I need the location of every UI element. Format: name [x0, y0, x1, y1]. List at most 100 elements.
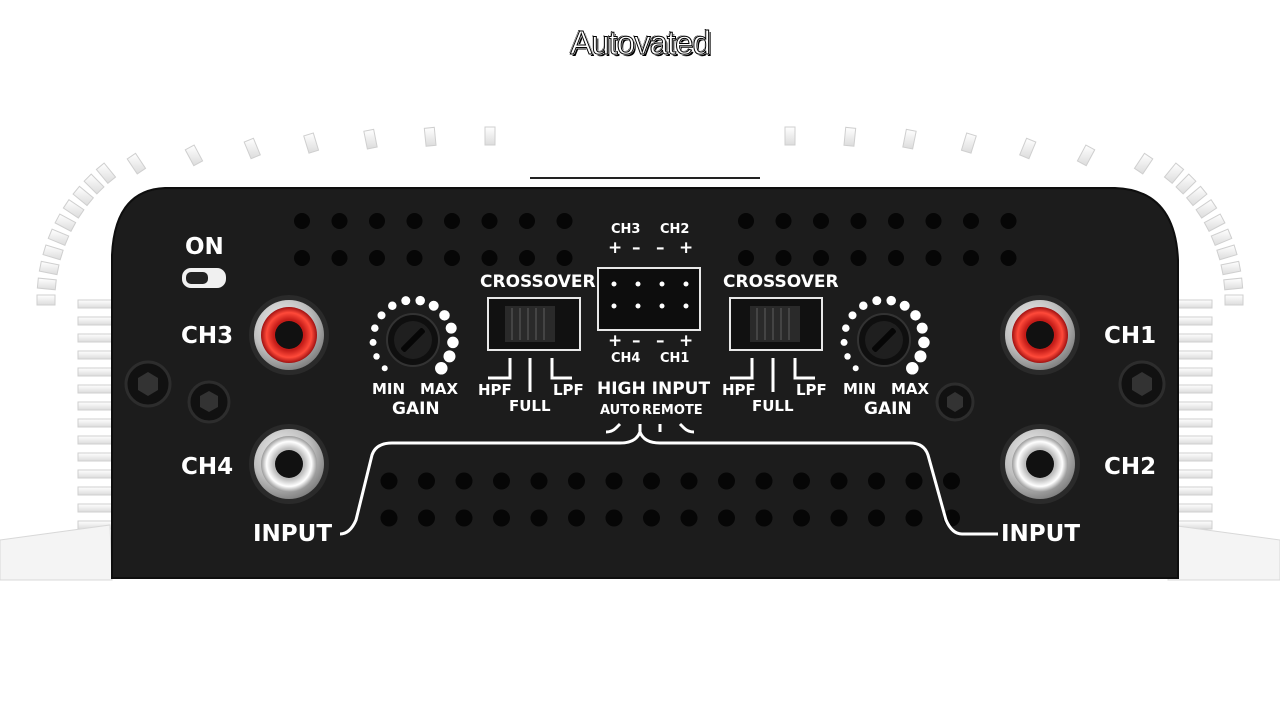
gain-knob-left[interactable]: [386, 313, 440, 367]
gain-dot: [447, 336, 459, 349]
fin: [303, 132, 320, 154]
gain-dot: [840, 338, 848, 346]
vent-hole: [888, 250, 904, 266]
vent-hole: [380, 472, 398, 490]
label-max-right: MAX: [891, 380, 930, 398]
vent-hole: [568, 509, 585, 527]
crossover-switch-left[interactable]: [487, 297, 581, 351]
rca-jack-ch2[interactable]: [1000, 424, 1080, 504]
vent-hole: [680, 509, 698, 527]
fin: [902, 128, 917, 150]
label-plus: +: [608, 238, 623, 258]
gain-dot: [916, 322, 928, 334]
fin: [1163, 162, 1185, 185]
gain-dot: [435, 362, 448, 375]
vent-hole: [605, 472, 623, 490]
gain-dot: [401, 296, 411, 306]
vent-hole: [418, 472, 435, 490]
vent-hole: [738, 250, 754, 266]
gain-knob-right[interactable]: [857, 313, 911, 367]
vent-hole: [755, 509, 773, 527]
label-ch2-right: CH2: [1104, 454, 1157, 480]
label-ch4-connector: CH4: [611, 351, 641, 366]
label-ch3-left: CH3: [181, 323, 234, 349]
vent-hole: [963, 250, 979, 266]
label-gain-left: GAIN: [392, 399, 440, 419]
fin: [95, 162, 117, 185]
fin: [243, 137, 261, 160]
gain-dot: [852, 365, 859, 372]
gain-dot: [377, 311, 386, 320]
gain-dot: [886, 295, 896, 306]
caption-text: Autovated: [570, 24, 712, 62]
vent-hole: [294, 213, 310, 229]
fin: [1076, 144, 1096, 167]
label-ch1-connector: CH1: [660, 351, 690, 366]
vent-hole: [444, 250, 460, 266]
gain-dot: [918, 336, 930, 349]
vent-hole: [380, 509, 398, 527]
gain-dot: [381, 365, 388, 372]
vent-hole: [1000, 250, 1017, 266]
gain-dot: [906, 362, 919, 375]
screw-icon: [935, 382, 975, 422]
label-full-left: FULL: [509, 397, 551, 415]
fin: [47, 228, 70, 246]
fin: [423, 126, 437, 147]
gain-dot: [842, 324, 850, 332]
high-input-connector[interactable]: [597, 267, 701, 331]
vent-hole: [755, 472, 773, 490]
vent-hole: [331, 250, 348, 266]
vent-hole: [369, 250, 385, 266]
fin: [42, 244, 64, 261]
vent-hole: [925, 250, 942, 266]
label-minus: –: [656, 238, 665, 258]
vent-hole: [793, 509, 810, 527]
fin: [960, 132, 977, 154]
power-switch[interactable]: [182, 268, 226, 288]
vent-hole: [850, 250, 867, 266]
label-minus: –: [656, 331, 665, 351]
label-full-right: FULL: [752, 397, 794, 415]
gain-dot: [371, 324, 379, 332]
vent-holes-top-left: [294, 213, 573, 266]
vent-hole: [775, 213, 792, 229]
vent-hole: [813, 250, 829, 266]
label-plus: +: [679, 331, 694, 351]
rca-jack-ch1[interactable]: [1000, 295, 1080, 375]
vent-hole: [830, 472, 848, 490]
label-ch1-right: CH1: [1104, 323, 1157, 349]
rca-jack-ch4[interactable]: [249, 424, 329, 504]
gain-dot: [445, 322, 457, 334]
fin: [1210, 228, 1233, 246]
vent-hole: [556, 213, 573, 229]
vent-hole: [406, 213, 423, 229]
gain-dot: [859, 301, 868, 311]
vent-hole: [643, 472, 660, 490]
vent-hole: [868, 509, 885, 527]
fin: [1203, 213, 1226, 233]
vent-hole: [493, 472, 510, 490]
vent-hole: [294, 250, 310, 266]
label-ch2-connector: CH2: [660, 222, 690, 237]
fin: [62, 199, 85, 219]
gain-dot: [415, 295, 425, 306]
vent-hole: [813, 213, 829, 229]
vent-hole: [680, 472, 698, 490]
vent-hole: [418, 509, 435, 527]
crossover-switch-right[interactable]: [729, 297, 823, 351]
fin: [184, 144, 204, 167]
vent-hole: [943, 472, 960, 490]
fin: [363, 128, 378, 150]
fin: [72, 185, 95, 207]
label-high-input: HIGH INPUT: [597, 379, 711, 399]
vent-hole: [925, 213, 942, 229]
screw-icon: [187, 380, 231, 424]
vent-hole: [331, 213, 348, 229]
vent-hole: [519, 250, 535, 266]
fin: [1216, 244, 1238, 261]
rca-jack-ch3[interactable]: [249, 295, 329, 375]
vent-hole: [1000, 213, 1017, 229]
vent-hole: [455, 509, 473, 527]
